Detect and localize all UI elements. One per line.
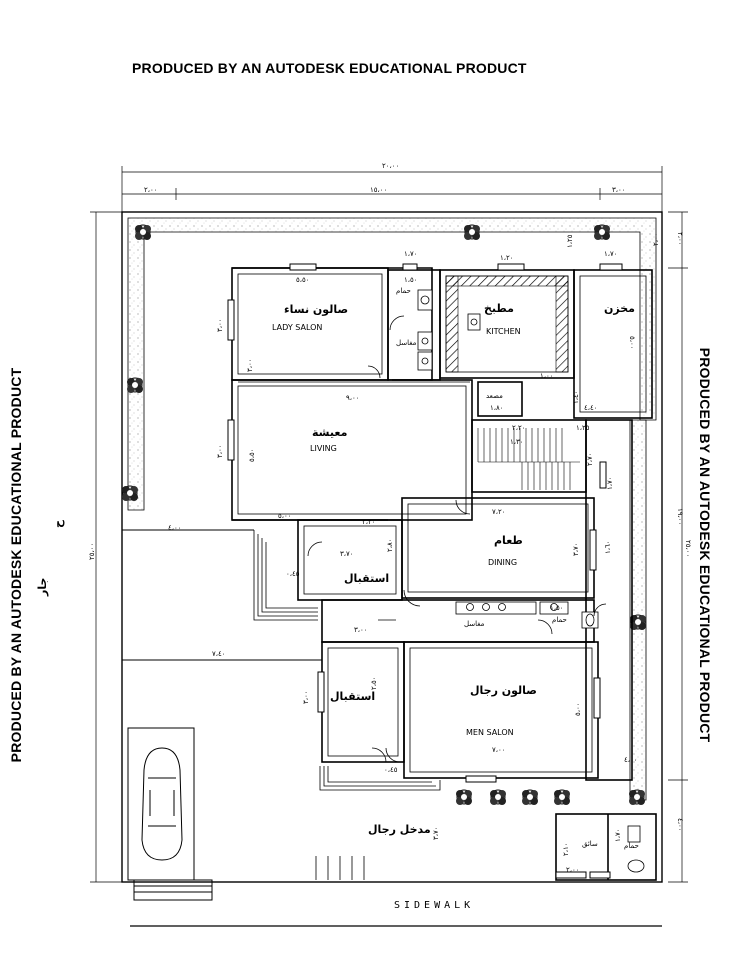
dim-st-w: ١،٧٠: [604, 250, 618, 258]
watermark-right: PRODUCED BY AN AUTODESK EDUCATIONAL PROD…: [697, 347, 713, 743]
dim-right-40: ٤،٠٠: [624, 756, 638, 764]
dim-st-h: ٥،٠٠: [628, 336, 636, 350]
dim-k-h: ١،٢٥: [566, 234, 574, 248]
dim-right-19: ١٩،٠٠: [676, 508, 684, 526]
kitchen-hatch: [445, 275, 569, 373]
sinks2-ar: مغاسل: [464, 620, 485, 628]
dim-store-side: ١،٤٠: [572, 390, 580, 404]
men-entrance-ar: مدخل رجال: [368, 823, 431, 836]
dim-total-right: ٢٥،٠٠: [684, 540, 692, 558]
dim-total-left: ٢٥،٠٠: [88, 542, 96, 560]
men-salon-en: MEN SALON: [466, 728, 514, 737]
dim-sink-w: ١،٥٠: [550, 604, 564, 612]
entrance-steps: [253, 530, 441, 880]
dim-ls-w: ٥،٥٠: [296, 276, 310, 284]
dim-din-w: ٧،٢٠: [492, 508, 506, 516]
plot-boundary: [121, 211, 663, 883]
inner-walls: [237, 273, 647, 773]
dim-stair5: ١،٧٠: [606, 476, 614, 490]
landscape-border: [127, 217, 657, 801]
elevator-ar: مصعد: [486, 392, 503, 400]
dim-din-h: ٣،٧٠: [572, 542, 580, 556]
dim-stair2: ٢،٢٠: [512, 424, 526, 432]
living-en: LIVING: [310, 444, 337, 453]
dim-r2-w: ٣،٠٠: [354, 626, 368, 634]
dim-rec-h: ٢،٨٠: [386, 538, 394, 552]
dim-rec-w: ٣،٧٠: [340, 550, 354, 558]
bath2-ar: حمام: [552, 616, 567, 624]
dim-r2-h: ٢،٥٠: [370, 676, 378, 690]
bath3-ar: حمام: [624, 842, 639, 850]
dim-liv-b: ٥،٠٠: [278, 512, 292, 520]
men-salon-ar: صالون رجال: [470, 684, 537, 697]
dim-ls-h: ٣،٠٠: [216, 318, 224, 332]
parking: [122, 529, 322, 901]
store-ar: مخزن: [604, 302, 635, 315]
dim-stair4: ٢،٧٠: [586, 452, 594, 466]
neighbor-label: جار: [36, 577, 49, 596]
dim-elev-w: ١،٨٠: [490, 404, 504, 412]
dining-en: DINING: [488, 558, 518, 567]
kitchen-en: KITCHEN: [486, 327, 521, 336]
bath1-ar: حمام: [396, 287, 411, 295]
dim-seg-right: ٣،٠٠: [612, 186, 626, 194]
dining-ar: طعام: [494, 534, 523, 547]
reception2-ar: استقبال: [330, 690, 376, 703]
dim-right-20: ٢،٠٠: [652, 232, 660, 246]
dim-bath-w: ١،٧٠: [404, 250, 418, 258]
dimension-lines: [90, 166, 688, 883]
dim-dr-h: ٢،١٠: [562, 842, 570, 856]
watermark-top: PRODUCED BY AN AUTODESK EDUCATIONAL PROD…: [132, 60, 527, 76]
dim-ms-w: ٧،٠٠: [492, 746, 506, 754]
windows: [227, 263, 623, 879]
sinks1-ar: مغاسل: [396, 339, 417, 347]
dim-living-w: ٩،٠٠: [346, 394, 360, 402]
dim-bath-w2: ١،٥٠: [404, 276, 418, 284]
dim-k-w: ١،٢٠: [500, 254, 514, 262]
dim-right-bottom: ٤،٠٠: [676, 818, 684, 832]
dim-kitchen-h: ٣،٠٠: [246, 358, 254, 372]
dim-ms-h: ٥،٠٠: [574, 702, 582, 716]
dim-store-b: ٤،٤٠: [584, 404, 598, 412]
dim-seg-mid: ١٥،٠٠: [370, 186, 388, 194]
dim-right-top: ٢،٠٠: [676, 232, 684, 246]
dim-rec-side: ٠،٤٥: [286, 570, 300, 578]
dim-r2-h2: ٣،٠٠: [302, 690, 310, 704]
dim-seg-left: ٢،٠٠: [144, 186, 158, 194]
dim-stair3: ١،٢٥: [576, 424, 590, 432]
dim-dr-w: ٢،٠٠: [566, 866, 580, 874]
dim-ent-h: ٣،٧٠: [432, 826, 440, 840]
lady-salon-ar: صالون نساء: [284, 303, 349, 316]
dim-liv-b2: ٢،٢٠: [362, 518, 376, 526]
dim-kitchen-b: ١،٠٠: [540, 372, 554, 380]
dim-total-width: ٢٠،٠٠: [382, 162, 400, 170]
dim-living-h2: ٣،٠٠: [216, 444, 224, 458]
bath-fixtures: [417, 289, 645, 873]
dim-din-d: ١،٦٠: [604, 540, 612, 554]
dim-pk-w: ٧،٤٠: [212, 650, 226, 658]
reception1-ar: استقبال: [344, 572, 390, 585]
sidewalk-label: SIDEWALK: [394, 900, 475, 911]
dim-living-h: ٥،٥٠: [248, 448, 256, 462]
north-mark: ح: [52, 520, 65, 528]
dim-dr-h2: ١،٧٠: [614, 828, 622, 842]
watermark-left: PRODUCED BY AN AUTODESK EDUCATIONAL PROD…: [8, 367, 24, 763]
dim-left-40: ٤،٠٠: [168, 524, 182, 532]
dim-ms-b: ٠،٤٥: [384, 766, 398, 774]
doors: [307, 315, 607, 763]
driver-ar: سائق: [582, 840, 598, 848]
stair-treads: [477, 428, 580, 490]
walls: [231, 267, 657, 881]
kitchen-ar: مطبخ: [484, 302, 514, 315]
dim-stair1: ١،٣٠: [510, 438, 524, 446]
lady-salon-en: LADY SALON: [272, 323, 323, 332]
living-ar: معيشة: [312, 426, 348, 439]
